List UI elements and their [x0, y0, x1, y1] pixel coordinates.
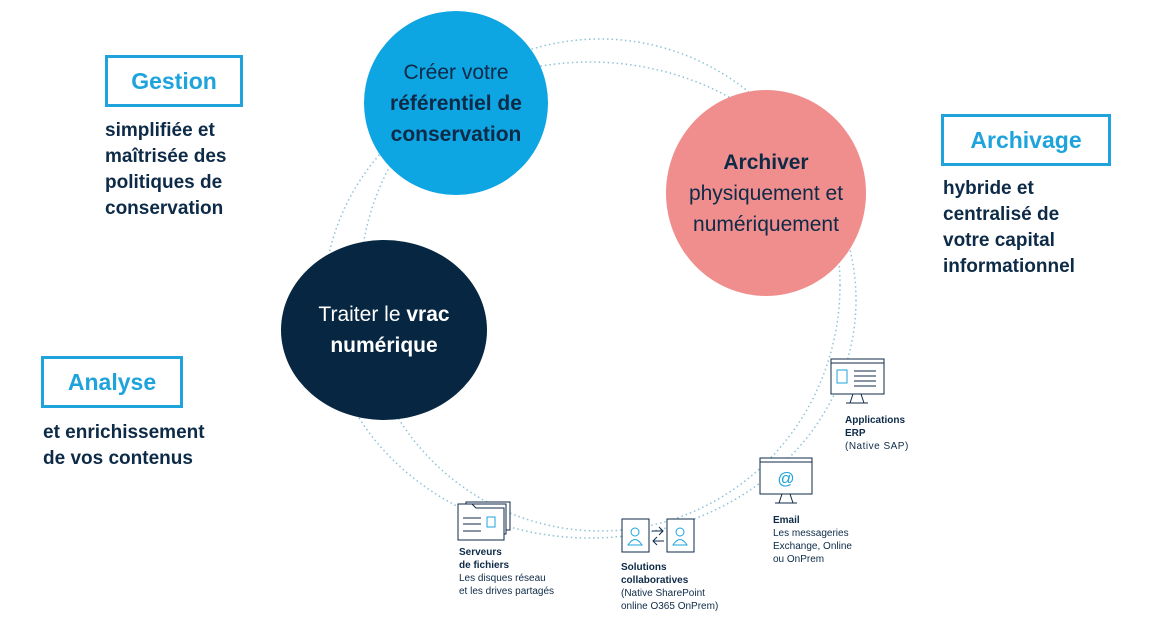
source-desc: ou OnPrem: [773, 554, 825, 565]
source-desc: (Native SharePoint: [621, 588, 705, 599]
source-title: ERP: [845, 428, 866, 439]
analyse-box: Analyse: [41, 356, 183, 408]
source-file-servers: Serveurs de fichiers Les disques réseau …: [459, 546, 554, 598]
source-erp: Applications ERP (Native SAP): [845, 414, 909, 453]
text-line: hybride et: [943, 178, 1034, 199]
file-server-folders-icon: [457, 501, 511, 541]
source-title: Email: [773, 515, 800, 526]
dotted-ring-inner: [359, 38, 841, 532]
circle-text: référentiel de: [390, 91, 522, 115]
source-title: Serveurs: [459, 547, 502, 558]
circle-text-part: Traiter le: [318, 303, 407, 326]
source-desc: Les disques réseau: [459, 573, 546, 584]
archivage-description: hybride et centralisé de votre capital i…: [943, 176, 1075, 280]
gestion-description: simplifiée et maîtrisée des politiques d…: [105, 118, 226, 222]
treat-bulk-circle: Traiter le vrac numérique: [281, 240, 487, 420]
source-email: Email Les messageries Exchange, Online o…: [773, 514, 852, 566]
gestion-box: Gestion: [105, 55, 243, 107]
text-line: informationnel: [943, 256, 1075, 277]
source-title: de fichiers: [459, 560, 510, 571]
circle-text: Archiver: [723, 150, 809, 174]
circle-text: Traiter le vrac: [318, 299, 449, 330]
svg-text:@: @: [777, 469, 794, 488]
dotted-ring-outer: [323, 61, 857, 539]
text-line: conservation: [105, 198, 224, 219]
circle-text: numérique: [330, 334, 438, 357]
collaboration-icon: [621, 518, 695, 553]
source-title: Applications: [845, 415, 906, 426]
text-line: simplifiée et: [105, 120, 215, 141]
circle-text-part: vrac: [406, 303, 450, 326]
erp-monitor-icon: [830, 358, 885, 404]
source-desc: et les drives partagés: [459, 586, 555, 597]
source-title: Solutions: [621, 562, 667, 573]
source-desc: (Native SAP): [845, 441, 909, 452]
analyse-description: et enrichissement de vos contenus: [43, 420, 205, 472]
text-line: politiques de: [105, 172, 223, 193]
circle-text: Créer votre: [403, 60, 509, 84]
archivage-box: Archivage: [941, 114, 1111, 166]
archive-circle: Archiver physiquement et numériquement: [666, 90, 866, 296]
source-title: collaboratives: [621, 575, 689, 586]
circle-text: numériquement: [693, 212, 839, 236]
text-line: et enrichissement: [43, 422, 205, 443]
circle-text: conservation: [390, 122, 522, 146]
create-referential-circle: Créer votre référentiel de conservation: [364, 11, 548, 195]
text-line: votre capital: [943, 230, 1055, 251]
source-desc: online O365 OnPrem): [621, 601, 719, 612]
source-collaborative: Solutions collaboratives (Native SharePo…: [621, 561, 718, 613]
source-desc: Les messageries: [773, 528, 849, 539]
email-monitor-icon: @: [759, 457, 813, 504]
text-line: maîtrisée des: [105, 146, 227, 167]
text-line: centralisé de: [943, 204, 1060, 225]
text-line: de vos contenus: [43, 448, 193, 469]
source-desc: Exchange, Online: [773, 541, 852, 552]
circle-text: physiquement et: [688, 181, 844, 205]
